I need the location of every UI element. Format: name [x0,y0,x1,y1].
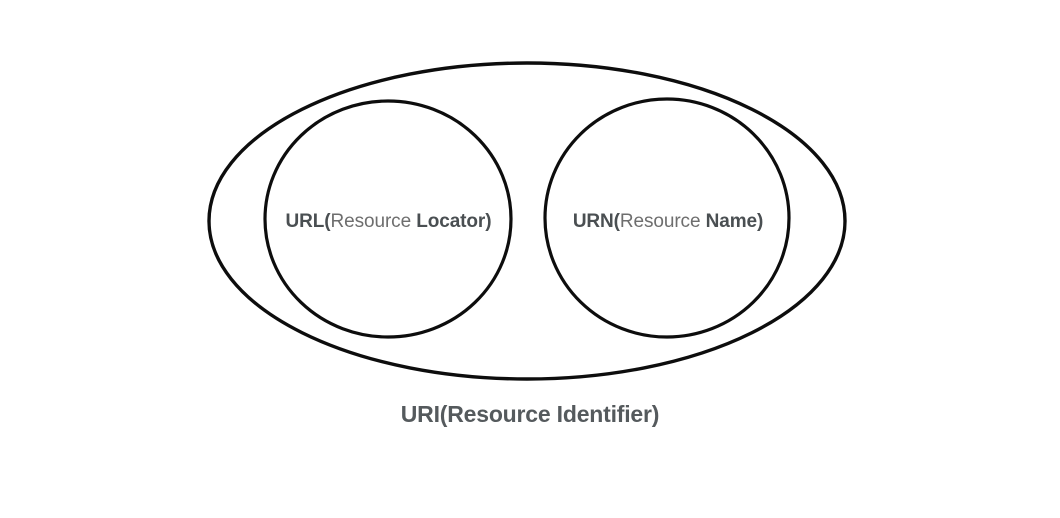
uri-caption-label: URI(Resource Identifier) [400,401,660,427]
urn-region-label: URN(Resource Name) [546,212,790,231]
url-acronym-text: URL( [285,211,331,232]
urn-expansion-text: Name) [705,211,764,232]
url-region-label: URL(Resource Locator) [265,212,512,231]
outer-ellipse-uri [207,61,847,381]
urn-acronym-text: URN( [572,211,620,232]
url-expansion-text: Locator) [416,211,492,232]
urn-middle-text: Resource [619,211,706,232]
inner-circle-url [263,99,513,339]
inner-circle-urn [543,97,791,339]
url-middle-text: Resource [330,211,417,232]
